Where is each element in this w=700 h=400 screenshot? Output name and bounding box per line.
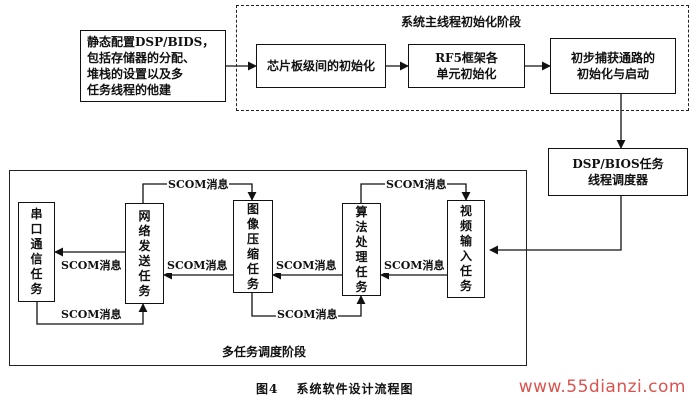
box-capture-init: 初步捕获通路的 初始化与启动 (550, 38, 676, 94)
label-scom-algo-compress: SCOM消息 (275, 257, 338, 273)
box-image-compress-task: 图 像 压 缩 任 务 (233, 200, 273, 293)
box-dsp-bios-scheduler: DSP/BIOS任务 线程调度器 (548, 148, 688, 196)
box-chip-init: 芯片板级间的初始化 (256, 44, 386, 88)
figure-caption: 图4 系统软件设计流程图 (256, 382, 414, 396)
box-rf5-init: RF5框架各 单元初始化 (408, 44, 525, 88)
arrow-serial-to-network-bottom (36, 302, 148, 325)
site-watermark: www.55dianzi.com (518, 377, 686, 397)
arrow-scheduler-to-video (489, 196, 622, 255)
label-scom-serial-network-bottom: SCOM消息 (60, 306, 123, 322)
box-network-send-task: 网 络 发 送 任 务 (125, 203, 164, 304)
box-video-input-task: 视 频 输 入 任 务 (447, 200, 485, 298)
label-scom-algo-video-top: SCOM消息 (385, 176, 448, 192)
init-stage-title: 系统主线程初始化阶段 (401, 15, 522, 29)
label-scom-network-serial: SCOM消息 (60, 257, 123, 273)
label-scom-video-algo: SCOM消息 (383, 257, 446, 273)
init-stage-region (236, 5, 689, 111)
label-scom-compress-algo-bottom: SCOM消息 (276, 306, 339, 322)
multitask-stage-title: 多任务调度阶段 (222, 345, 307, 359)
box-algorithm-task: 算 法 处 理 任 务 (342, 203, 381, 296)
label-scom-compress-network: SCOM消息 (166, 257, 229, 273)
multitask-stage-region (9, 170, 527, 366)
label-scom-network-compress-top: SCOM消息 (167, 176, 230, 192)
box-serial-comm-task: 串 口 通 信 任 务 (18, 202, 55, 302)
box-static-config: 静态配置DSP/BIDS， 包括存储器的分配、 堆栈的设置以及多 任务线程的他建 (80, 30, 226, 102)
